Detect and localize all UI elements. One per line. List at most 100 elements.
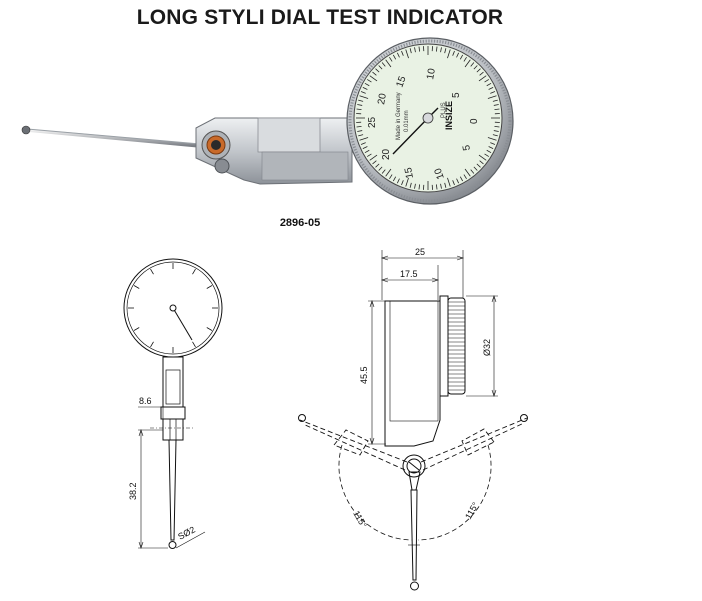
dial-number: 0 — [469, 118, 480, 124]
dial-tick — [490, 91, 496, 94]
dial-tick — [360, 91, 366, 94]
dial-number: 10 — [433, 166, 447, 181]
dial-tick — [356, 108, 362, 110]
dial-tick — [150, 268, 154, 275]
dial-tick — [133, 327, 140, 331]
dial-tick — [364, 149, 370, 154]
dial-tick — [372, 160, 377, 165]
dial-tick — [381, 169, 386, 174]
dial-tick — [440, 47, 442, 53]
dial-tick — [385, 59, 392, 68]
dial-tick — [486, 82, 492, 87]
dial-made-in: Made in Germany — [396, 92, 402, 140]
dial-tick — [484, 153, 490, 157]
front-view-drawing — [123, 258, 223, 549]
dial-number: 25 — [367, 116, 378, 128]
dial-tick — [362, 86, 368, 90]
dial-tick — [358, 134, 364, 137]
dial-tick — [493, 130, 499, 132]
dial-number: 10 — [425, 67, 438, 80]
dial-tick — [375, 68, 380, 73]
dim-angle-left: 115° — [351, 509, 369, 530]
dim-shank: 8.6 — [139, 396, 152, 406]
dim-angle-right: 115° — [463, 500, 481, 521]
dial-tick — [369, 75, 378, 82]
dial-tick — [414, 47, 416, 53]
dial-tick — [479, 160, 484, 165]
dial-tick — [447, 49, 451, 59]
dial-tick — [192, 268, 196, 275]
dial-tick — [484, 79, 490, 83]
dial-tick — [459, 176, 464, 182]
dial-tick — [150, 341, 154, 348]
dial-tick — [452, 180, 455, 186]
dial-needle — [392, 117, 429, 155]
dial-tick — [133, 285, 140, 289]
dial-tick — [473, 166, 478, 171]
dial-tick — [456, 178, 460, 184]
dial-tick — [478, 75, 487, 82]
dim-width-total: 25 — [415, 247, 425, 257]
dial-tick — [459, 54, 464, 60]
dial-number: 20 — [376, 92, 389, 105]
dial-tick — [436, 184, 438, 190]
dial-number: 5 — [461, 144, 473, 152]
model-number: 2896-05 — [279, 217, 321, 229]
dial-tick — [487, 137, 497, 141]
dial-tick — [493, 104, 499, 106]
dial-tick — [436, 46, 438, 52]
dial-resolution: 0.01mm — [404, 110, 410, 132]
dial-tick — [359, 95, 369, 99]
dial-tick — [464, 168, 471, 177]
dial-tick — [357, 130, 363, 132]
dial-tick — [463, 56, 467, 62]
dim-dial-dia: Ø32 — [482, 339, 492, 356]
dial-tick — [366, 79, 372, 83]
dial-tick — [486, 149, 492, 154]
dial-tick — [359, 137, 369, 141]
dial-tick — [463, 174, 467, 180]
dial-tick — [487, 95, 497, 99]
dial-tick — [444, 48, 447, 54]
dial-tick — [440, 183, 442, 189]
dim-height-body: 45.5 — [359, 366, 369, 384]
dial-tick — [470, 169, 475, 174]
dial-tick — [389, 56, 393, 62]
dial-tick — [206, 327, 213, 331]
dial-number: 20 — [381, 148, 392, 160]
dial-tick — [492, 99, 498, 102]
dial-tick — [444, 182, 447, 188]
dial-brand-logo: INSIZE — [444, 101, 454, 130]
dial-tick — [414, 183, 416, 189]
dial-tick — [396, 52, 400, 58]
dim-width-body: 17.5 — [400, 269, 418, 279]
dial-tick — [378, 166, 383, 171]
side-view-drawing — [298, 250, 528, 591]
dial-tick — [456, 52, 460, 58]
dial-tick — [476, 68, 481, 73]
dial-tick — [392, 54, 397, 60]
dial-tick — [358, 99, 364, 102]
dim-stylus-length: 38.2 — [128, 482, 138, 500]
dial-tick — [369, 154, 378, 161]
dial-photo — [346, 37, 514, 205]
dial-tick — [409, 48, 412, 54]
dial-tick — [418, 46, 420, 52]
dial-tick — [360, 142, 366, 145]
dial-tick — [356, 126, 362, 128]
page-title: LONG STYLI DIAL TEST INDICATOR — [136, 6, 504, 29]
dial-tick — [452, 50, 455, 56]
dial-tick — [405, 177, 409, 187]
dial-tick — [401, 50, 404, 56]
dial-tick — [464, 59, 471, 68]
dial-tick — [478, 154, 487, 161]
dial-tick — [479, 71, 484, 76]
dial-tick — [385, 168, 392, 177]
dial-tick — [375, 163, 380, 168]
dial-tick — [389, 174, 393, 180]
dial-tick — [447, 177, 451, 187]
dial-tick — [378, 65, 383, 70]
dial-tick — [396, 178, 400, 184]
stylus-photo — [21, 125, 202, 148]
